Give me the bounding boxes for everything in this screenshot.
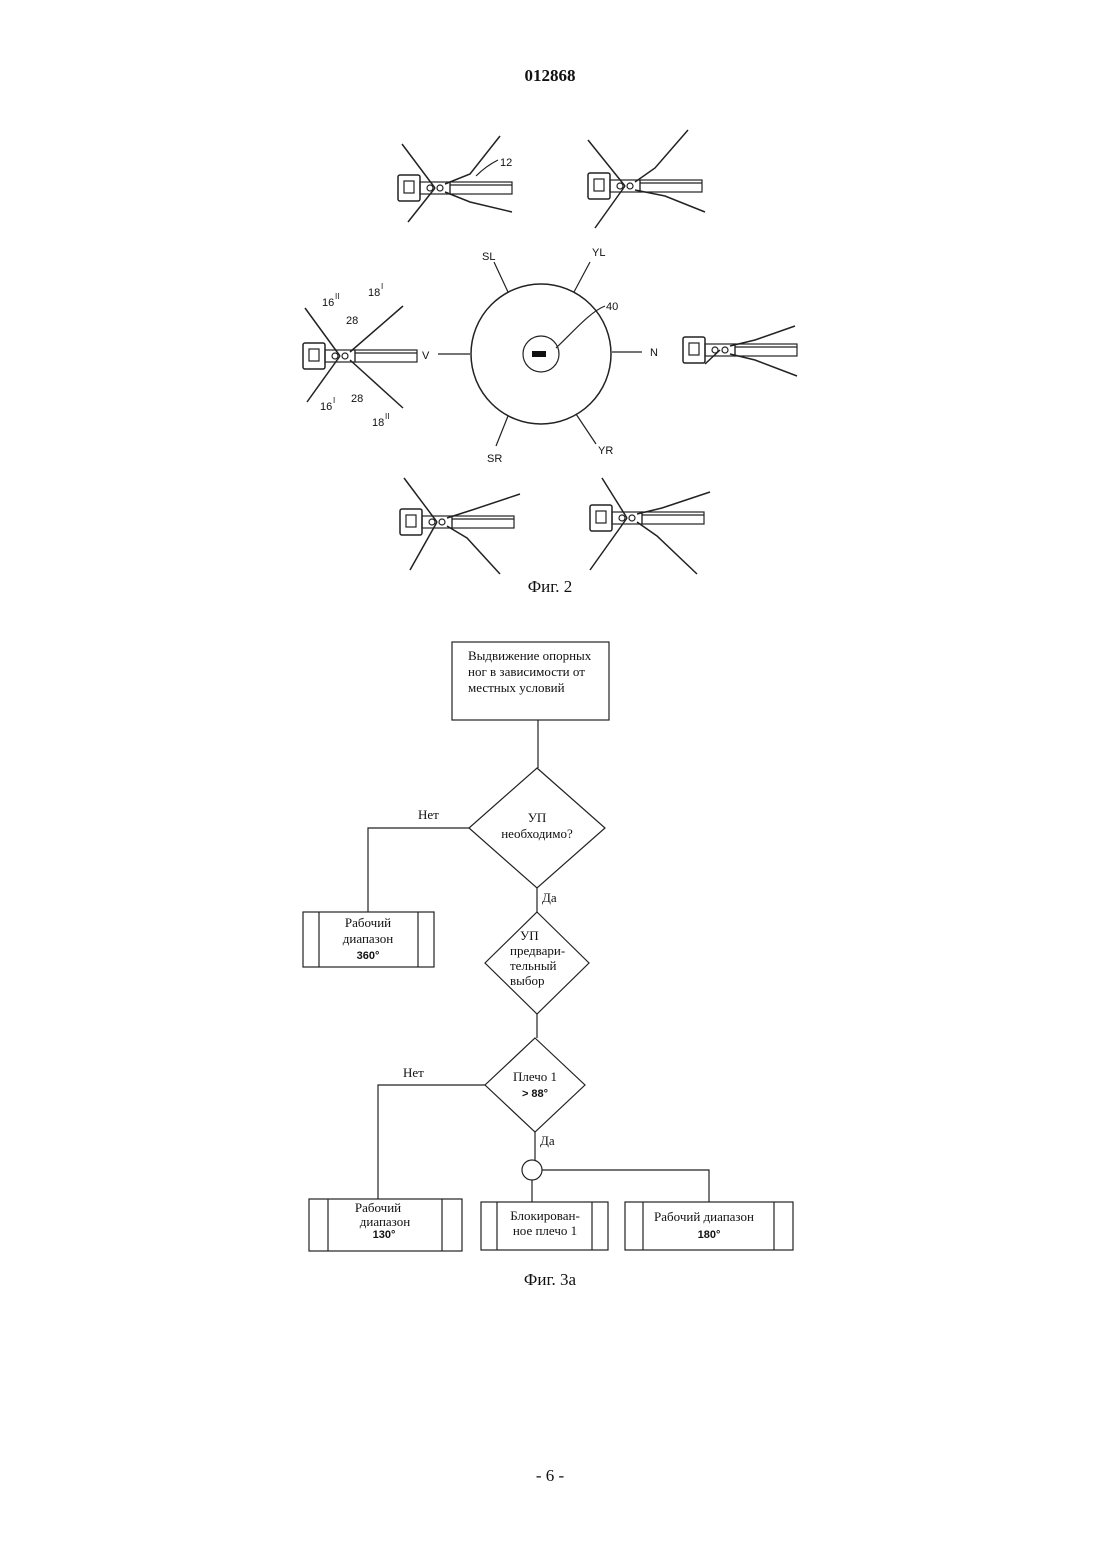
junction-connector <box>522 1160 542 1180</box>
direction-label-sr: SR <box>487 453 502 465</box>
range130-line-3: 130° <box>373 1229 396 1241</box>
decision1-no-label: Нет <box>418 807 439 822</box>
reference-superscript-18i: I <box>381 282 383 291</box>
start-box-line-2: ног в зависимости от <box>468 664 585 679</box>
crane-diagram-right <box>683 326 797 376</box>
range360-line-1: Рабочий <box>345 915 391 930</box>
decision2-line-1: УП <box>520 928 539 943</box>
range180-line-2: 180° <box>698 1229 721 1241</box>
decision3-no-label: Нет <box>403 1065 424 1080</box>
decision3-yes-label: Да <box>540 1133 555 1148</box>
decision1-line-1: УП <box>528 810 547 825</box>
decision3-line-1: Плечо 1 <box>513 1069 557 1084</box>
range360-line-3: 360° <box>357 950 380 962</box>
start-box-line-1: Выдвижение опорных <box>468 648 592 663</box>
decision3-line-2: > 88° <box>522 1088 548 1100</box>
direction-label-yl: YL <box>592 247 605 259</box>
decision2-line-2: предвари- <box>510 943 565 958</box>
blocked-line-1: Блокирован- <box>510 1208 580 1223</box>
direction-label-yr: YR <box>598 445 613 457</box>
direction-label-v: V <box>422 350 430 362</box>
reference-numeral-28-upper: 28 <box>346 315 358 327</box>
direction-label-sl: SL <box>482 251 495 263</box>
decision1-yes-label: Да <box>542 890 557 905</box>
reference-superscript-18ii: II <box>385 412 389 421</box>
reference-numeral-18ii: 18 <box>372 417 384 429</box>
range130-line-2: диапазон <box>360 1214 410 1229</box>
reference-superscript-16ii: II <box>335 292 339 301</box>
slewing-range-circle <box>438 262 642 446</box>
crane-diagram-top-right <box>588 130 705 228</box>
decision1-line-2: необходимо? <box>501 826 573 841</box>
crane-diagram-bottom-left <box>400 478 520 574</box>
reference-numeral-16i: 16 <box>320 401 332 413</box>
decision2-line-3: тельный <box>510 958 557 973</box>
range130-line-1: Рабочий <box>355 1200 401 1215</box>
reference-numeral-12: 12 <box>500 157 512 169</box>
figure-2-caption: Фиг. 2 <box>0 577 1100 597</box>
decision-diamond-3 <box>485 1038 585 1132</box>
crane-diagram-top-left <box>398 136 512 222</box>
page-footer-number: - 6 - <box>0 1466 1100 1486</box>
decision2-line-4: выбор <box>510 973 545 988</box>
reference-numeral-28-lower: 28 <box>351 393 363 405</box>
crane-diagram-bottom-right <box>590 478 710 574</box>
reference-numeral-40: 40 <box>606 301 618 313</box>
start-box-line-3: местных условий <box>468 680 565 695</box>
figure-3a-caption: Фиг. 3а <box>0 1270 1100 1290</box>
reference-numeral-18i: 18 <box>368 287 380 299</box>
blocked-line-2: ное плечо 1 <box>513 1223 577 1238</box>
direction-label-n: N <box>650 347 658 359</box>
range180-line-1: Рабочий диапазон <box>654 1209 754 1224</box>
range360-line-2: диапазон <box>343 931 393 946</box>
reference-superscript-16i: I <box>333 396 335 405</box>
reference-numeral-16ii: 16 <box>322 297 334 309</box>
